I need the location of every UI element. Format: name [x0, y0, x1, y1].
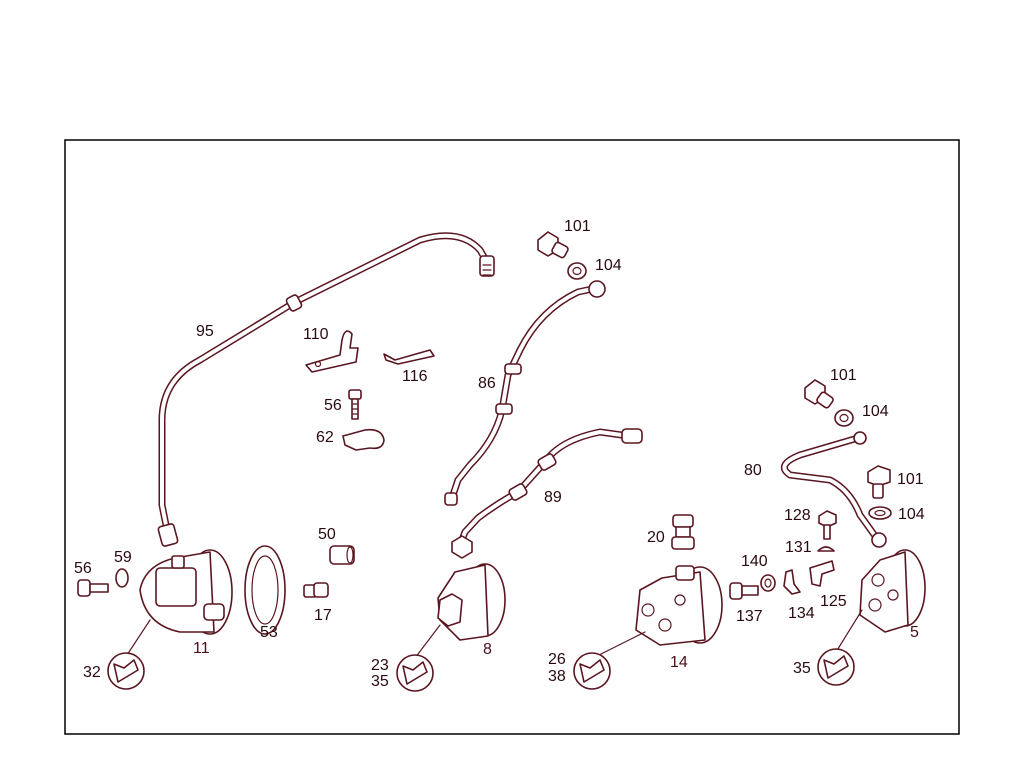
washer-140	[760, 574, 776, 592]
fitting-20	[671, 514, 695, 550]
gasket-53	[244, 545, 286, 635]
bolt-128	[818, 510, 837, 540]
pump-11	[139, 549, 233, 635]
nut-131	[817, 546, 835, 552]
bracket-125	[809, 560, 835, 587]
hose-89	[451, 428, 643, 559]
clip-116	[383, 349, 435, 365]
label-26: 26	[548, 651, 566, 668]
label-59: 59	[114, 549, 132, 566]
bracket-110	[305, 330, 359, 373]
wrench-tool-icon	[107, 619, 151, 690]
label-8: 8	[483, 641, 492, 658]
bolt-137	[729, 582, 759, 600]
label-62: 62	[316, 429, 334, 446]
washer-104-upper	[567, 262, 587, 280]
pump-14	[635, 565, 723, 646]
bracket-134	[783, 569, 801, 595]
bolt-56-lower	[77, 579, 109, 597]
label-20: 20	[647, 529, 665, 546]
label-134: 134	[788, 605, 815, 622]
label-137: 137	[736, 608, 763, 625]
bolt-56-upper	[348, 389, 362, 420]
sleeve-50	[329, 545, 355, 565]
nipple-17	[303, 582, 329, 598]
label-56-lower: 56	[74, 560, 92, 577]
washer-104-right	[868, 506, 892, 520]
label-89: 89	[544, 489, 562, 506]
label-80: 80	[744, 462, 762, 479]
wrench-tool-icon	[396, 624, 441, 692]
label-86: 86	[478, 375, 496, 392]
housing-8	[437, 563, 506, 641]
banjo-bolt-101-middle	[804, 379, 834, 409]
label-11: 11	[193, 640, 210, 657]
label-140: 140	[741, 553, 768, 570]
label-35-right: 35	[793, 660, 811, 677]
label-53: 53	[260, 624, 278, 641]
label-101-upper: 101	[564, 218, 591, 235]
label-104-upper: 104	[595, 257, 622, 274]
label-35-left: 35	[371, 673, 389, 690]
pump-5	[859, 549, 926, 633]
label-56-upper: 56	[324, 397, 342, 414]
wrench-tool-icon	[573, 631, 646, 690]
label-128: 128	[784, 507, 811, 524]
clamp-62	[342, 428, 385, 451]
label-104-middle: 104	[862, 403, 889, 420]
pipe-80	[780, 431, 887, 548]
hose-86	[444, 280, 606, 506]
washer-104-middle	[834, 409, 854, 427]
label-125: 125	[820, 593, 847, 610]
label-14: 14	[670, 654, 688, 671]
label-38: 38	[548, 668, 566, 685]
bolt-101-right	[867, 465, 891, 499]
label-23: 23	[371, 657, 389, 674]
label-104-right: 104	[898, 506, 925, 523]
label-116: 116	[402, 368, 428, 385]
washer-59	[115, 568, 129, 588]
label-131: 131	[785, 539, 812, 556]
label-32: 32	[83, 664, 101, 681]
label-101-middle: 101	[830, 367, 857, 384]
label-101-right: 101	[897, 471, 924, 488]
label-5: 5	[910, 624, 919, 641]
wrench-tool-icon	[817, 609, 863, 686]
label-50: 50	[318, 526, 336, 543]
label-17: 17	[314, 607, 332, 624]
pipe-95	[157, 232, 495, 547]
banjo-bolt-101-upper	[537, 231, 569, 259]
diagram-frame	[64, 139, 960, 735]
label-95: 95	[196, 323, 214, 340]
label-110: 110	[303, 326, 329, 343]
